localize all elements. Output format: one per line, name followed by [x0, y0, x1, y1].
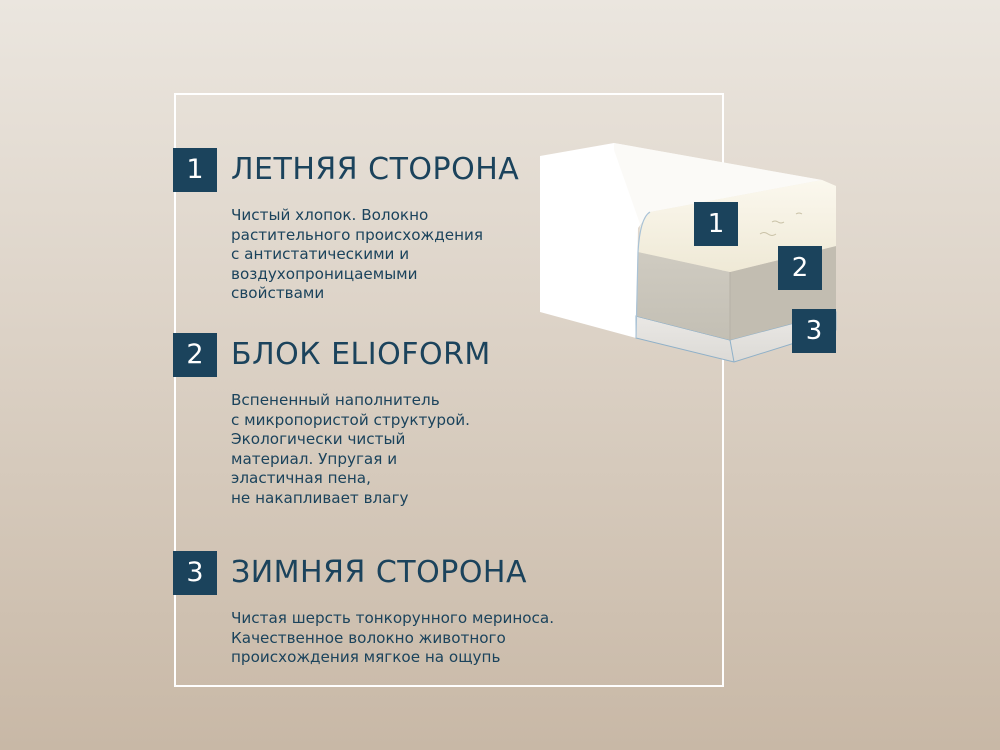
description-line: Чистый хлопок. Волокно: [231, 206, 429, 224]
section-title: ЛЕТНЯЯ СТОРОНА: [231, 152, 520, 187]
description-line: воздухопроницаемыми: [231, 264, 418, 283]
layer-1-badge: 1: [694, 202, 738, 246]
description-line: Чистая шерсть тонкорунного мериноса.: [231, 609, 555, 627]
section-description: Чистый хлопок. Волокно растительного про…: [231, 206, 651, 304]
description-line: свойствами: [231, 284, 325, 302]
layer-3-badge: 3: [792, 309, 836, 353]
mattress-top-surface: [614, 143, 836, 224]
description-line: Качественное волокно животного: [231, 628, 506, 647]
description-line: материал. Упругая и: [231, 449, 398, 468]
section-description: Чистая шерсть тонкорунного мериноса. Кач…: [231, 609, 651, 668]
description-line: происхождения мягкое на ощупь: [231, 648, 501, 666]
section-number-badge: 2: [173, 333, 217, 377]
layer-1-cotton-seam: [637, 211, 651, 253]
description-line: не накапливает влагу: [231, 488, 409, 507]
content-frame: [174, 93, 724, 687]
section-number-badge: 1: [173, 148, 217, 192]
section-title: ЗИМНЯЯ СТОРОНА: [231, 555, 528, 590]
section-number-badge: 3: [173, 551, 217, 595]
description-line: эластичная пена,: [231, 469, 371, 487]
description-line: Экологически чистый: [231, 430, 406, 448]
layer-3-seam: [729, 339, 735, 363]
description-line: с антистатическими и: [231, 245, 410, 263]
description-line: растительного происхождения: [231, 225, 484, 244]
description-line: Вспененный наполнитель: [231, 391, 440, 409]
section-title: БЛОК ELIOFORM: [231, 337, 491, 372]
layer-2-foam-front: [636, 252, 730, 340]
layer-2-badge: 2: [778, 246, 822, 290]
description-line: с микропористой структурой.: [231, 410, 470, 429]
cover-seam: [635, 251, 639, 339]
section-description: Вспененный наполнитель с микропористой с…: [231, 391, 651, 508]
